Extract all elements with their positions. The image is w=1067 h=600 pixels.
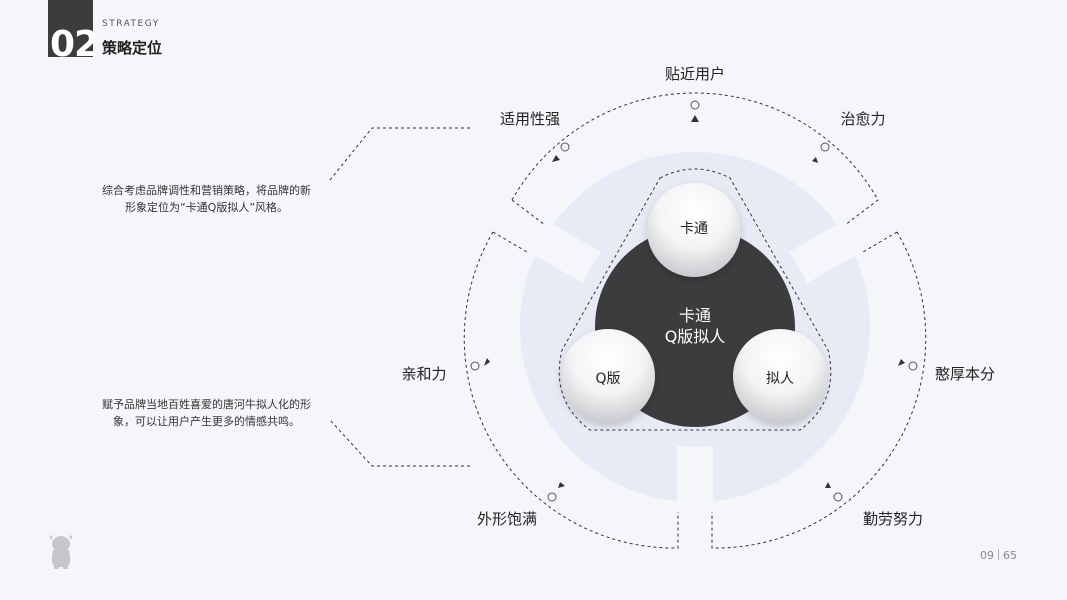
section-title: 策略定位 [102,39,163,57]
description-positioning: 综合考虑品牌调性和营销策略，将品牌的新 形象定位为“卡通Q版拟人”风格。 [102,184,311,214]
page-separator [998,549,999,560]
node-top-sphere [647,183,741,277]
node-left-label: Q版 [595,371,621,387]
arc-right [711,231,927,549]
node-top-label: 卡通 [680,221,708,237]
section-number: 02 [50,24,99,65]
node-right-label: 拟人 [766,371,794,387]
page-number: 09 65 [980,549,1017,562]
arc-markers [470,100,918,502]
center-title: 卡通 Q版拟人 [664,306,726,346]
arc-top [511,92,879,226]
section-number-badge [48,0,93,57]
arc-arrows [484,115,905,488]
connector-top [329,127,470,181]
connector-bottom [329,419,470,467]
node-left-sphere [561,329,655,423]
total-pages: 65 [1003,549,1017,562]
node-right-sphere [733,329,827,423]
label-top-left: 适用性强 [499,110,561,128]
section-title-en: STRATEGY [102,19,160,29]
label-right: 憨厚本分 [934,365,996,383]
description-emotion: 赋予品牌当地百姓喜爱的唐河牛拟人化的形 象，可以让用户产生更多的情感共鸣。 [102,398,311,428]
label-bottom-right: 勤劳努力 [862,510,924,528]
mascot-logo-icon [49,535,73,569]
label-bottom-left: 外形饱满 [476,510,538,528]
label-top-right: 治愈力 [840,110,886,128]
arc-left [463,231,679,549]
dashed-triangle [558,168,832,431]
current-page: 09 [980,549,994,562]
label-top: 贴近用户 [664,65,726,83]
label-left: 亲和力 [401,365,447,383]
